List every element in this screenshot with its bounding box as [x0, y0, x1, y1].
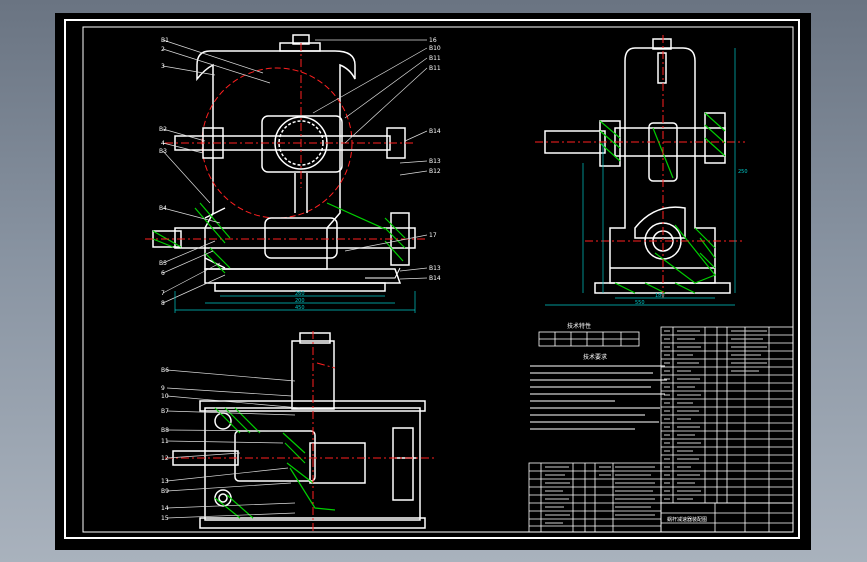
- side-worm-sector: [634, 206, 686, 239]
- front-leaders: [162, 39, 428, 304]
- label-b3: B3: [159, 148, 167, 155]
- label-b9: B9: [161, 488, 169, 495]
- label-17: 17: [429, 232, 437, 239]
- side-dim-3: 550: [635, 300, 645, 306]
- label-2: 2: [161, 46, 165, 53]
- label-6: 6: [161, 270, 165, 277]
- label-b1: B1: [161, 37, 169, 44]
- front-view: [152, 34, 416, 292]
- label-13: 13: [161, 478, 169, 485]
- title-block-name: 蜗杆减速器装配图: [667, 516, 707, 523]
- drawing-canvas[interactable]: B1 2 3 B2 4 B3 B4 B5 6 7 8 16 B10 B11 B1…: [55, 13, 811, 550]
- front-dim-3: 450: [295, 305, 305, 311]
- label-b14: B14: [429, 128, 441, 135]
- parts-list-lower: [528, 462, 662, 533]
- side-dim-2: 250: [738, 169, 748, 175]
- label-b7: B7: [161, 408, 169, 415]
- side-dim-1: 180: [655, 293, 665, 299]
- top-hatch: [214, 407, 336, 519]
- label-15: 15: [161, 515, 169, 522]
- label-b8: B8: [161, 427, 169, 434]
- label-8: 8: [161, 300, 165, 307]
- front-dim-1: 260: [295, 291, 305, 297]
- top-labels: B6 9 10 B7 B8 11 12 13 B9 14 15: [161, 367, 169, 522]
- label-b11a: B11: [429, 55, 441, 62]
- worm-body: [264, 217, 338, 259]
- spec-table-title: 技术特性: [567, 322, 591, 330]
- label-14: 14: [161, 505, 169, 512]
- parts-list: [660, 326, 794, 533]
- front-right-labels: 16 B10 B11 B11 B14 B13 B12 17 B13 B14: [429, 37, 441, 282]
- housing-outline: [196, 50, 356, 270]
- label-b2: B2: [159, 126, 167, 133]
- title-block: 蜗杆减速器装配图: [660, 502, 794, 533]
- label-b11b: B11: [429, 65, 441, 72]
- inner-frame: [82, 26, 794, 533]
- label-9: 9: [161, 385, 165, 392]
- top-leaders: [166, 369, 301, 519]
- front-dimensions: [174, 291, 416, 313]
- label-b4: B4: [159, 205, 167, 212]
- label-4: 4: [161, 140, 165, 147]
- front-hatch: [152, 202, 406, 274]
- label-b10: B10: [429, 45, 441, 52]
- label-7: 7: [161, 290, 165, 297]
- label-b6: B6: [161, 367, 169, 374]
- label-b12: B12: [429, 168, 441, 175]
- front-dim-2: 200: [295, 298, 305, 304]
- label-b13: B13: [429, 158, 441, 165]
- side-dimensions: [545, 48, 736, 306]
- label-b5: B5: [159, 260, 167, 267]
- spec-table: 技术特性: [538, 322, 640, 347]
- notes-title: 技术要求: [583, 353, 607, 361]
- label-b13b: B13: [429, 265, 441, 272]
- label-12: 12: [161, 455, 169, 462]
- label-16: 16: [429, 37, 437, 44]
- outer-frame: [64, 19, 800, 539]
- label-11: 11: [161, 438, 169, 445]
- tech-notes: 技术要求: [530, 353, 667, 430]
- label-10: 10: [161, 393, 169, 400]
- label-3: 3: [161, 63, 165, 70]
- cad-drawing: B1 2 3 B2 4 B3 B4 B5 6 7 8 16 B10 B11 B1…: [64, 19, 800, 539]
- front-left-labels: B1 2 3 B2 4 B3 B4 B5 6 7 8: [159, 37, 169, 307]
- label-b14b: B14: [429, 275, 441, 282]
